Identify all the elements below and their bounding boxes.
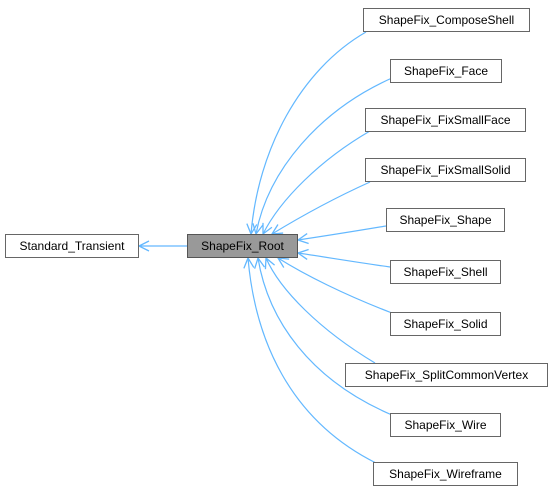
- edge-shape-to-root: [298, 225, 387, 240]
- edge-wire-to-root: [258, 258, 393, 416]
- edge-face-to-root: [256, 77, 393, 234]
- edge-splitcommonvertex-to-root: [266, 258, 376, 364]
- edge-composeshell-to-root: [251, 31, 367, 234]
- class-node-standard-transient[interactable]: Standard_Transient: [5, 234, 139, 258]
- class-node-shapefix-shape[interactable]: ShapeFix_Shape: [386, 208, 505, 232]
- edge-wireframe-to-root: [248, 258, 377, 464]
- edge-fixsmallsolid-to-root: [272, 181, 371, 234]
- edge-fixsmallface-to-root: [263, 130, 371, 234]
- class-node-shapefix-solid[interactable]: ShapeFix_Solid: [390, 312, 501, 336]
- class-node-shapefix-wireframe[interactable]: ShapeFix_Wireframe: [373, 462, 518, 486]
- class-node-shapefix-composeshell[interactable]: ShapeFix_ComposeShell: [363, 8, 530, 32]
- class-node-shapefix-face[interactable]: ShapeFix_Face: [390, 59, 502, 83]
- class-node-shapefix-splitcommonvertex[interactable]: ShapeFix_SplitCommonVertex: [345, 363, 548, 387]
- class-node-shapefix-wire[interactable]: ShapeFix_Wire: [390, 413, 501, 437]
- class-node-shapefix-root[interactable]: ShapeFix_Root: [187, 234, 298, 258]
- class-node-shapefix-shell[interactable]: ShapeFix_Shell: [390, 260, 501, 284]
- class-node-shapefix-fixsmallface[interactable]: ShapeFix_FixSmallFace: [365, 108, 526, 132]
- edge-shell-to-root: [298, 253, 391, 268]
- edge-solid-to-root: [278, 258, 393, 314]
- class-node-shapefix-fixsmallsolid[interactable]: ShapeFix_FixSmallSolid: [365, 158, 526, 182]
